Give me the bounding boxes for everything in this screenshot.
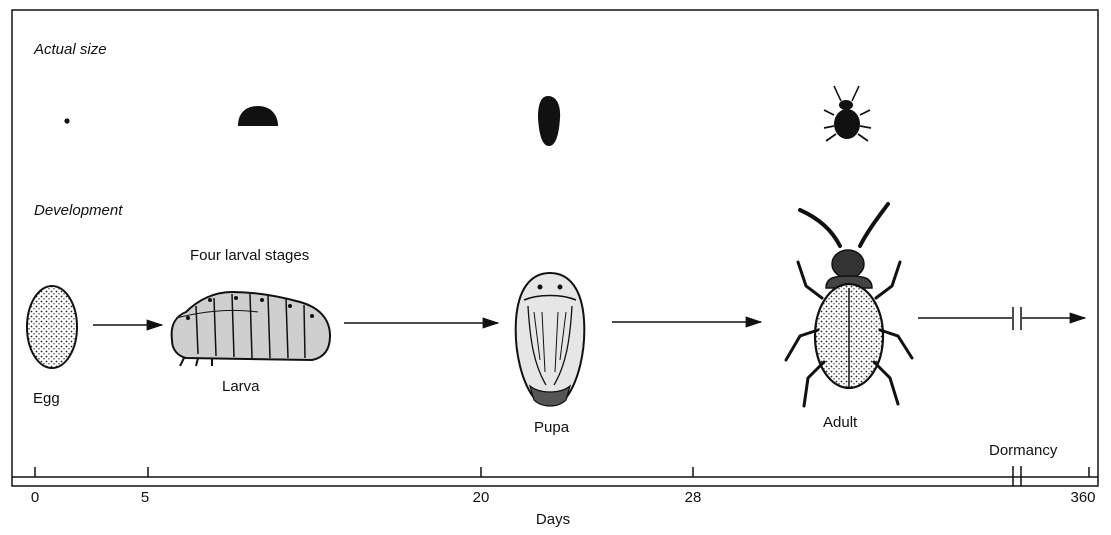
pupa-label: Pupa [534, 419, 569, 436]
development-heading: Development [34, 202, 122, 219]
adult-actual-size [824, 86, 871, 141]
diagram-frame [12, 10, 1098, 486]
adult-beetle-drawing [786, 204, 912, 406]
egg-drawing [27, 286, 77, 368]
dormancy-label: Dormancy [989, 442, 1057, 459]
tick-label-5: 5 [141, 489, 149, 506]
larval-stages-note: Four larval stages [190, 247, 309, 264]
tick-label-20: 20 [473, 489, 490, 506]
tick-label-360: 360 [1070, 489, 1095, 506]
adult-label: Adult [823, 414, 857, 431]
larva-label: Larva [222, 378, 260, 395]
egg-label: Egg [33, 390, 60, 407]
tick-label-0: 0 [31, 489, 39, 506]
pupa-actual-size [538, 96, 560, 146]
larva-drawing [172, 292, 330, 366]
days-axis-label: Days [536, 511, 570, 528]
egg-actual-size [64, 118, 69, 123]
larva-actual-size [238, 106, 278, 126]
pupa-drawing [516, 273, 585, 406]
actual-size-heading: Actual size [34, 41, 107, 58]
tick-label-28: 28 [685, 489, 702, 506]
